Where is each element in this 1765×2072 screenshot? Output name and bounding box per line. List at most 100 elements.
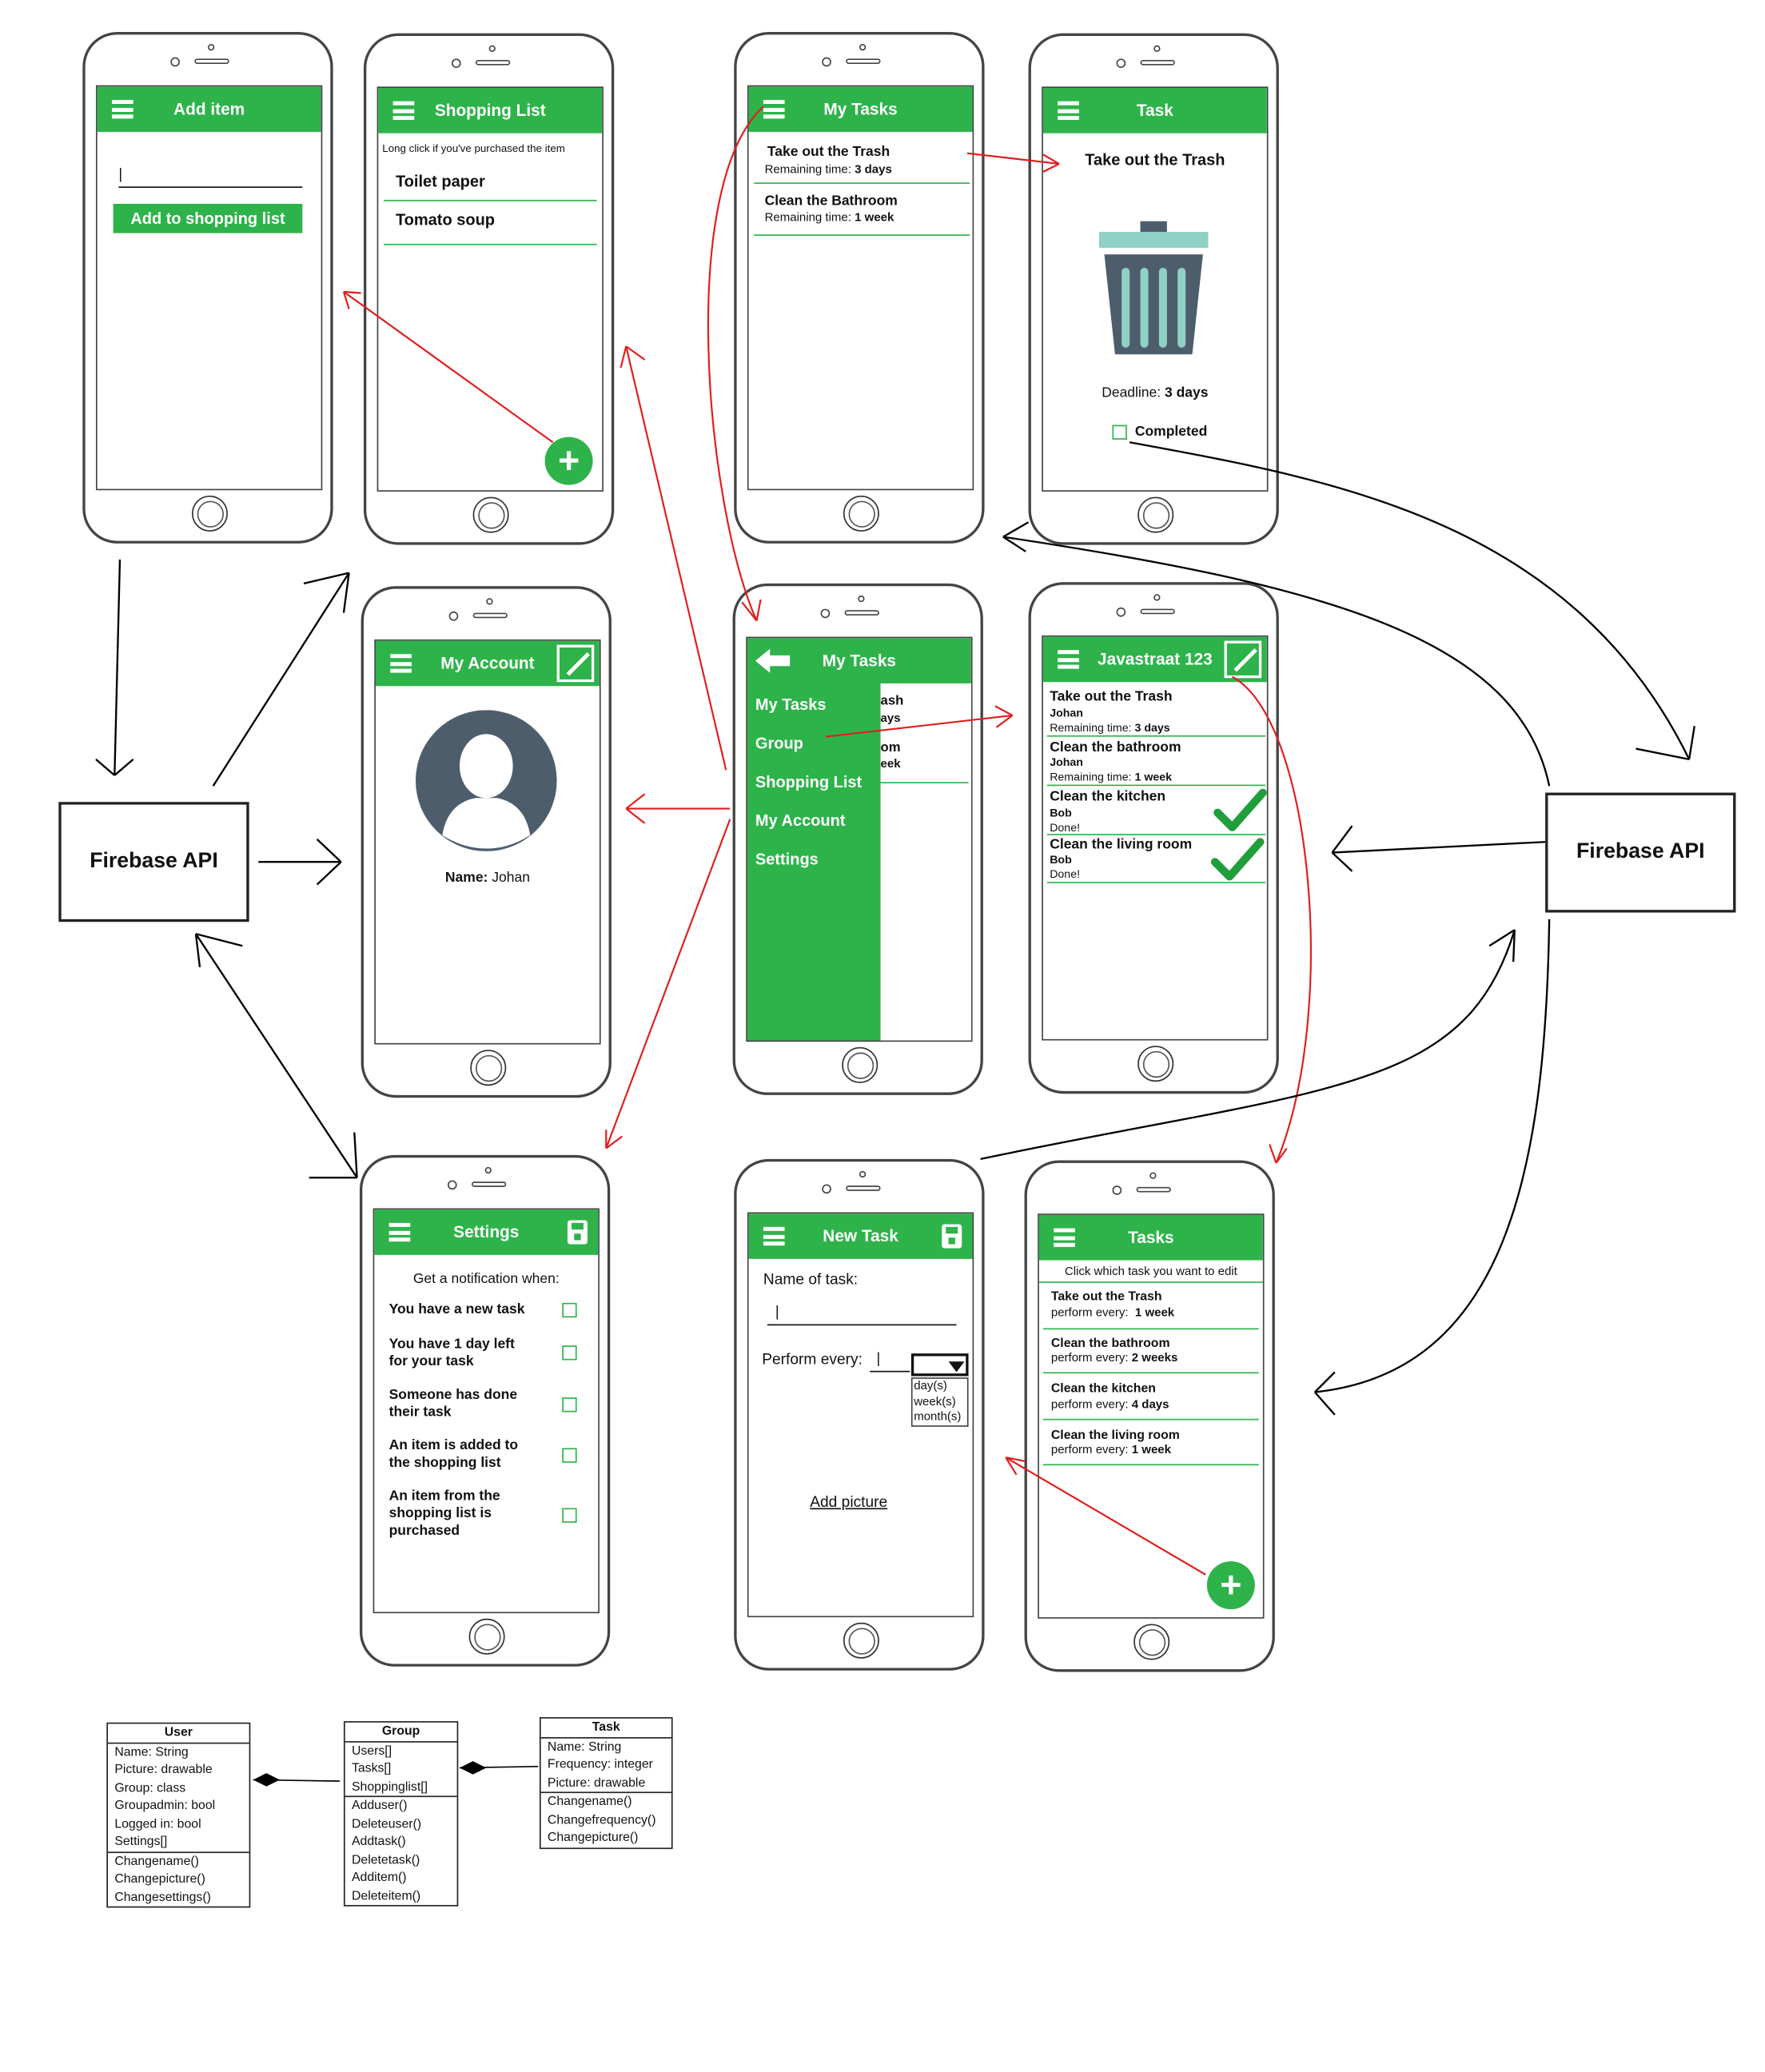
dropdown-arrow-icon — [948, 1361, 965, 1373]
phone-new-task: New Task Name of task: | Perform every: … — [734, 1158, 985, 1671]
setting-checkbox[interactable] — [562, 1508, 577, 1523]
dropdown-option[interactable]: day(s) — [914, 1378, 947, 1393]
phone-settings: Settings Get a notification when: You ha… — [359, 1154, 611, 1667]
drawer-item-my-account[interactable]: My Account — [755, 811, 846, 831]
menu-icon[interactable] — [1058, 650, 1079, 669]
phone-my-tasks: My Tasks Take out the Trash Remaining ti… — [734, 31, 985, 544]
my-account-appbar: My Account — [375, 640, 600, 687]
edit-icon[interactable] — [556, 644, 595, 683]
add-to-shopping-list-button[interactable]: Add to shopping list — [113, 203, 303, 233]
save-icon[interactable] — [567, 1220, 588, 1245]
home-button[interactable] — [472, 496, 509, 533]
menu-icon[interactable] — [390, 654, 412, 673]
home-button[interactable] — [468, 1618, 505, 1655]
home-button[interactable] — [1134, 1624, 1170, 1660]
home-button[interactable] — [191, 495, 228, 532]
drawer-item-my-tasks[interactable]: My Tasks — [755, 695, 827, 715]
task-name[interactable]: Take out the Trash — [767, 143, 890, 160]
edit-icon[interactable] — [1224, 640, 1262, 679]
home-button[interactable] — [842, 1046, 879, 1083]
my-tasks-screen: My Tasks Take out the Trash Remaining ti… — [747, 85, 974, 491]
menu-icon[interactable] — [763, 1226, 785, 1246]
done-check-icon — [1213, 788, 1267, 831]
task-name-input[interactable]: | — [767, 1305, 957, 1326]
done-check-icon — [1210, 838, 1265, 881]
avatar — [415, 710, 557, 851]
uml-attributes: Users[]Tasks[]Shoppinglist[] — [345, 1742, 457, 1798]
menu-icon[interactable] — [111, 99, 133, 119]
item-input[interactable]: | — [118, 166, 303, 188]
firebase-api-left: Firebase API — [58, 802, 249, 922]
new-task-appbar: New Task — [748, 1213, 973, 1259]
dropdown-option[interactable]: week(s) — [914, 1393, 956, 1408]
task-remaining: Remaining time: 1 week — [764, 210, 894, 224]
save-icon[interactable] — [942, 1224, 962, 1249]
tasks-hint: Click which task you want to edit — [1064, 1264, 1237, 1278]
phone-group: Javastraat 123 Take out the Trash Johan … — [1028, 582, 1279, 1094]
home-button[interactable] — [1137, 496, 1174, 533]
perform-every-label: Perform every: — [762, 1352, 863, 1369]
name-of-task-label: Name of task: — [763, 1272, 859, 1289]
task-title: Task — [1136, 101, 1173, 120]
menu-icon[interactable] — [763, 99, 785, 119]
settings-appbar: Settings — [374, 1209, 599, 1255]
setting-checkbox[interactable] — [562, 1448, 577, 1463]
frequency-unit-options: day(s) week(s) month(s) — [910, 1377, 969, 1426]
tasks-screen: Tasks Click which task you want to edit … — [1038, 1213, 1265, 1619]
shopping-item[interactable]: Toilet paper — [395, 171, 485, 191]
back-arrow-icon[interactable] — [755, 648, 791, 673]
home-button[interactable] — [843, 1622, 879, 1659]
home-button[interactable] — [470, 1050, 507, 1086]
drawer-screen: ash ays om eek My Tasks My Tasks Group S… — [746, 636, 973, 1042]
uml-class-group: Group Users[]Tasks[]Shoppinglist[] Addus… — [343, 1721, 459, 1907]
my-account-screen: My Account Name: Johan — [374, 639, 601, 1045]
drawer-title: My Tasks — [822, 651, 897, 671]
add-item-appbar: Add item — [97, 86, 321, 132]
menu-icon[interactable] — [1058, 101, 1079, 120]
menu-icon[interactable] — [1054, 1228, 1075, 1247]
shopping-item[interactable]: Tomato soup — [395, 210, 496, 229]
frequency-unit-dropdown[interactable] — [910, 1353, 969, 1377]
drawer-item-settings[interactable]: Settings — [755, 850, 819, 869]
setting-option-label: You have a new task — [388, 1301, 525, 1318]
completed-checkbox[interactable] — [1112, 424, 1127, 440]
uml-methods: Adduser()Deleteuser()Addtask()Deletetask… — [351, 1798, 422, 1903]
drawer-item-group[interactable]: Group — [755, 734, 803, 753]
home-button[interactable] — [1137, 1046, 1174, 1082]
list-behind-drawer: ash ays om eek — [880, 683, 971, 1041]
frequency-input[interactable]: | — [870, 1351, 910, 1373]
my-account-title: My Account — [440, 654, 535, 673]
settings-intro: Get a notification when: — [412, 1270, 560, 1287]
task-remaining: Remaining time: 3 days — [764, 162, 892, 176]
add-item-fab[interactable]: + — [544, 436, 593, 485]
task-detail-name: Take out the Trash — [1085, 150, 1225, 169]
add-picture-link[interactable]: Add picture — [810, 1494, 888, 1511]
phone-navigation-drawer: ash ays om eek My Tasks My Tasks Group S… — [732, 583, 983, 1095]
setting-checkbox[interactable] — [562, 1302, 577, 1318]
drawer-item-shopping-list[interactable]: Shopping List — [755, 772, 863, 791]
home-button[interactable] — [843, 495, 879, 532]
my-tasks-appbar: My Tasks — [748, 86, 973, 132]
task-name[interactable]: Clean the Bathroom — [764, 193, 898, 209]
setting-checkbox[interactable] — [562, 1345, 577, 1361]
task-screen: Task Take out the Trash Deadline: 3 days… — [1042, 86, 1269, 492]
account-name: Name: Johan — [444, 870, 530, 887]
setting-checkbox[interactable] — [562, 1397, 577, 1413]
my-tasks-title: My Tasks — [823, 99, 898, 119]
deadline-text: Deadline: 3 days — [1102, 385, 1209, 401]
trash-icon — [1098, 221, 1209, 355]
menu-icon[interactable] — [388, 1222, 411, 1242]
phone-tasks-edit: Tasks Click which task you want to edit … — [1024, 1160, 1275, 1672]
uml-methods: Changename()Changefrequency()Changepictu… — [547, 1794, 656, 1846]
add-task-fab[interactable]: + — [1206, 1561, 1255, 1610]
dropdown-option[interactable]: month(s) — [914, 1409, 962, 1423]
group-appbar: Javastraat 123 — [1042, 636, 1267, 683]
menu-icon[interactable] — [392, 101, 415, 120]
shopping-list-title: Shopping List — [434, 101, 546, 120]
